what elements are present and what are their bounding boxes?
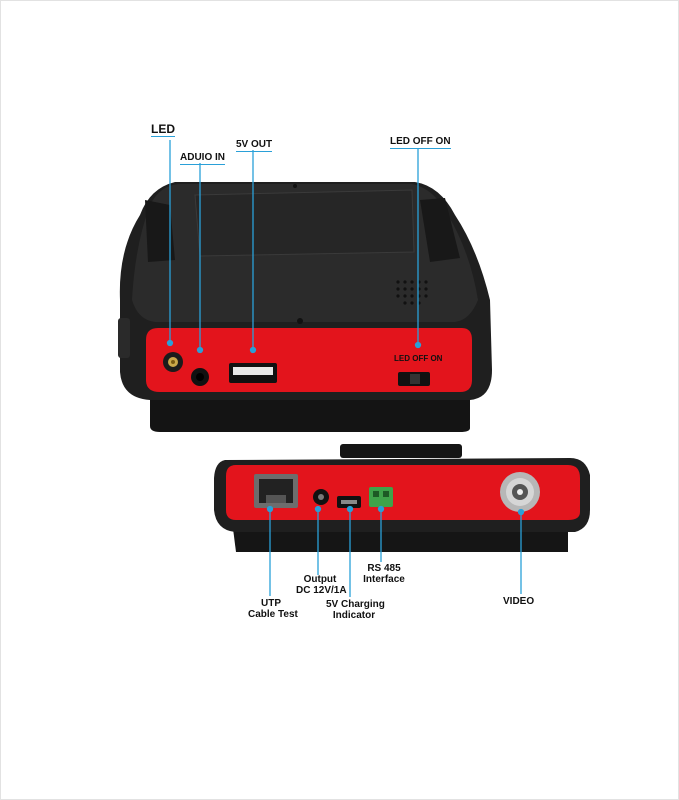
- label-led-off-on-text: LED OFF ON: [390, 136, 451, 149]
- label-video: VIDEO: [503, 596, 535, 607]
- label-charging: 5V Charging Indicator: [326, 599, 385, 621]
- label-charging-line2: Indicator: [332, 610, 376, 621]
- label-5v-out-text: 5V OUT: [236, 139, 273, 152]
- label-5v-out: 5V OUT: [236, 139, 273, 152]
- label-led-off-on: LED OFF ON: [390, 136, 451, 149]
- label-led-text: LED: [151, 122, 175, 137]
- label-output: Output DC 12V/1A: [296, 574, 347, 596]
- label-output-line2: DC 12V/1A: [296, 585, 347, 596]
- label-rs485-line1: RS 485: [367, 563, 401, 574]
- label-charging-line1: 5V Charging: [326, 599, 385, 610]
- top-device: [118, 182, 492, 432]
- bottom-device: [214, 444, 590, 552]
- label-utp-line1: UTP: [261, 598, 281, 609]
- label-utp: UTP Cable Test: [248, 598, 298, 620]
- label-output-line1: Output: [303, 574, 337, 585]
- switch-print-label: LED OFF ON: [394, 354, 443, 363]
- label-led: LED: [151, 122, 175, 137]
- label-audio-in-text: ADUIO IN: [180, 152, 225, 165]
- label-audio-in: ADUIO IN: [180, 152, 225, 165]
- label-rs485-line2: Interface: [363, 574, 405, 585]
- label-utp-line2: Cable Test: [248, 609, 298, 620]
- label-rs485: RS 485 Interface: [362, 563, 406, 585]
- callout-lines: [166, 140, 525, 597]
